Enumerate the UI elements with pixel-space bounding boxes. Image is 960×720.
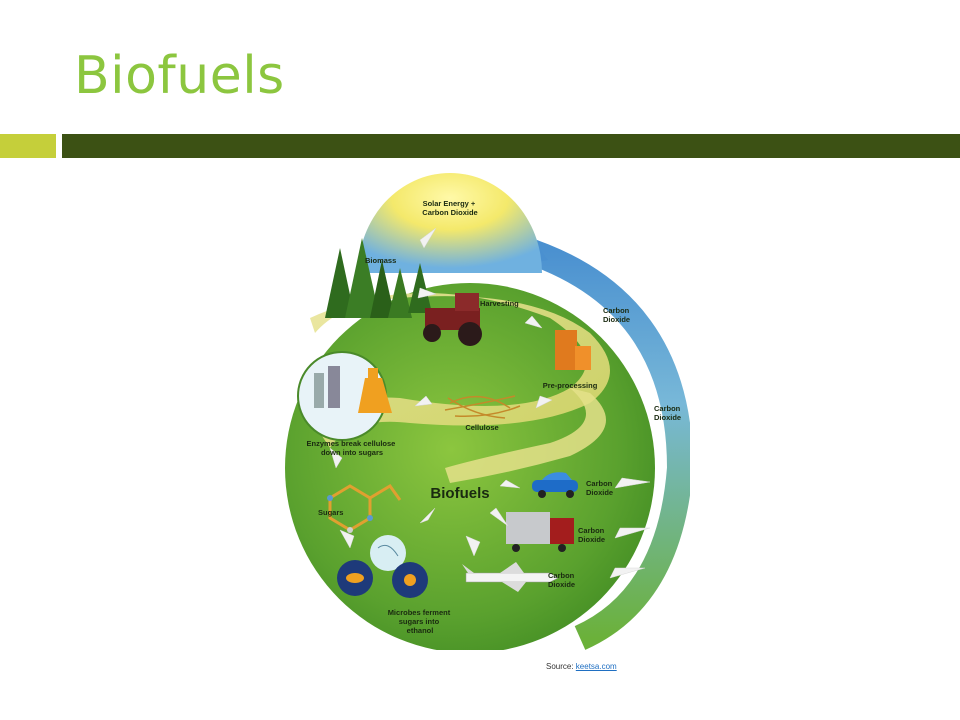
sugars-label: Sugars [318, 508, 343, 517]
winding-path-lower [445, 388, 606, 483]
preprocessing-label: Pre-processing [543, 381, 598, 390]
biofuel-cycle-diagram: Solar Energy + Carbon Dioxide Biomass Ha… [285, 173, 690, 650]
preprocessing-machine-icon [555, 330, 591, 370]
slide-title: Biofuels [74, 46, 285, 106]
source-citation: Source: keetsa.com [546, 662, 617, 671]
biofuels-center-label: Biofuels [430, 485, 489, 502]
airplane-icon [462, 562, 559, 592]
harvesting-label: Harvesting [480, 299, 519, 308]
sugar-molecule-icon [327, 484, 402, 533]
sky-dome [358, 173, 542, 273]
flow-arrows [329, 227, 651, 579]
co2-car-label: Carbon Dioxide [586, 479, 614, 497]
co2-plane-label: Carbon Dioxide [548, 571, 576, 589]
cellulose-fibers-icon [444, 395, 521, 419]
source-link[interactable]: keetsa.com [575, 662, 617, 671]
title-underline-bar [62, 134, 960, 158]
car-icon [532, 472, 578, 498]
truck-icon [506, 512, 574, 552]
biomass-label: Biomass [365, 256, 396, 265]
microbes-icon [337, 535, 428, 598]
co2-outer-upper-label: Carbon Dioxide [603, 306, 631, 324]
microbes-label: Microbes ferment sugars into ethanol [388, 608, 453, 635]
source-prefix: Source: [546, 662, 576, 671]
solar-energy-label: Solar Energy + Carbon Dioxide [422, 199, 477, 217]
refinery-flask-icon [297, 351, 392, 441]
forest-trees [325, 238, 432, 318]
cellulose-label: Cellulose [465, 423, 498, 432]
co2-return-arc [516, 235, 690, 650]
co2-outer-lower-label: Carbon Dioxide [654, 404, 682, 422]
tractor-icon [423, 293, 482, 346]
title-accent-bar [0, 134, 56, 158]
co2-truck-label: Carbon Dioxide [578, 526, 606, 544]
enzymes-label: Enzymes break cellulose down into sugars [307, 439, 398, 457]
